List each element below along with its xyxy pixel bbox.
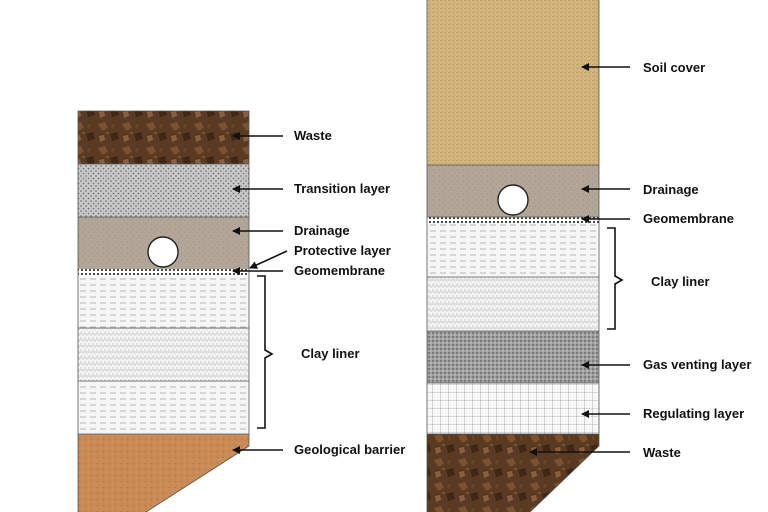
right-soil-cover-layer (427, 0, 599, 165)
label-left-protective-layer: Protective layer (294, 243, 391, 258)
label-left-geological-barrier: Geological barrier (294, 442, 405, 457)
arrow-left-protective (249, 250, 288, 269)
label-left-clay-liner: Clay liner (301, 346, 360, 361)
label-right-soil-cover: Soil cover (643, 60, 705, 75)
left-transition-layer (78, 164, 249, 217)
label-right-clay-liner: Clay liner (651, 274, 710, 289)
left-column (77, 110, 250, 512)
label-right-drainage: Drainage (643, 182, 699, 197)
right-clay-layer-1 (427, 223, 599, 277)
left-clay-layer-1 (78, 275, 249, 328)
left-clay-layer-3 (78, 381, 249, 434)
label-left-drainage: Drainage (294, 223, 350, 238)
left-waste-layer (78, 111, 249, 164)
brace-left-clay-liner (257, 275, 274, 429)
right-waste-layer (427, 434, 599, 512)
label-right-gas-venting-layer: Gas venting layer (643, 357, 751, 372)
right-clay-layer-2 (427, 277, 599, 331)
brace-right-clay-liner (607, 227, 624, 330)
label-left-waste: Waste (294, 128, 332, 143)
right-gas-venting-layer (427, 331, 599, 383)
left-annotations: Waste Transition layer Drainage Protecti… (232, 128, 405, 457)
left-drainage-pipe (147, 236, 179, 268)
left-geological-barrier-layer (78, 434, 249, 512)
right-drainage-pipe (497, 184, 529, 216)
label-right-geomembrane: Geomembrane (643, 211, 734, 226)
right-annotations: Soil cover Drainage Geomembrane Clay lin… (529, 60, 751, 460)
label-right-regulating-layer: Regulating layer (643, 406, 744, 421)
label-right-waste: Waste (643, 445, 681, 460)
left-clay-layer-2 (78, 328, 249, 381)
label-left-geomembrane: Geomembrane (294, 263, 385, 278)
label-left-transition-layer: Transition layer (294, 181, 390, 196)
right-column (426, 0, 600, 512)
right-geomembrane-layer (427, 217, 599, 223)
left-geomembrane-layer (78, 269, 249, 275)
right-regulating-layer (427, 383, 599, 434)
